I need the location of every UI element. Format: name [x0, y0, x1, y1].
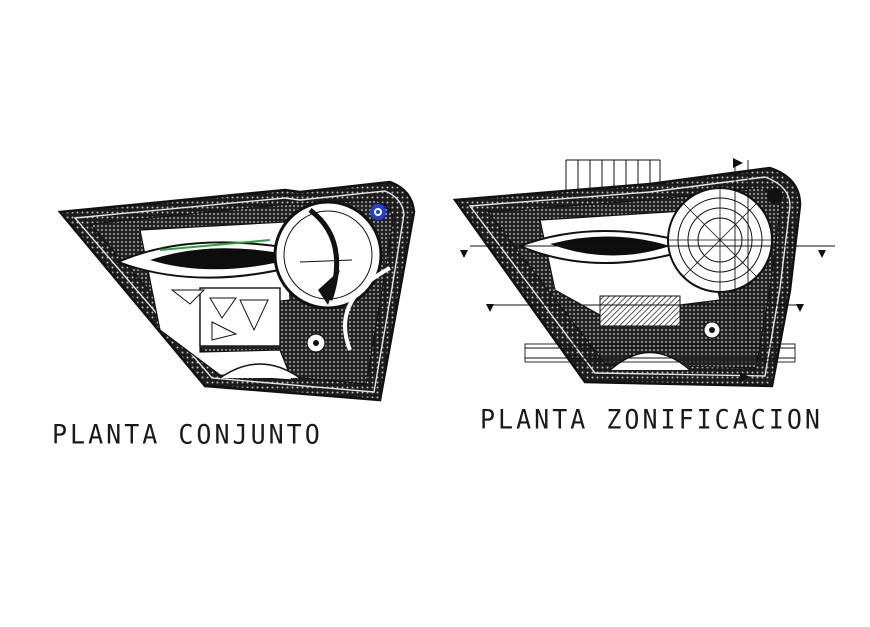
plan-zonificacion	[452, 158, 835, 388]
green-line	[159, 239, 271, 251]
plan-title-conjunto: PLANTA CONJUNTO	[52, 419, 323, 450]
plan-conjunto	[57, 180, 416, 402]
plan-title-zonificacion: PLANTA ZONIFICACION	[480, 404, 823, 435]
